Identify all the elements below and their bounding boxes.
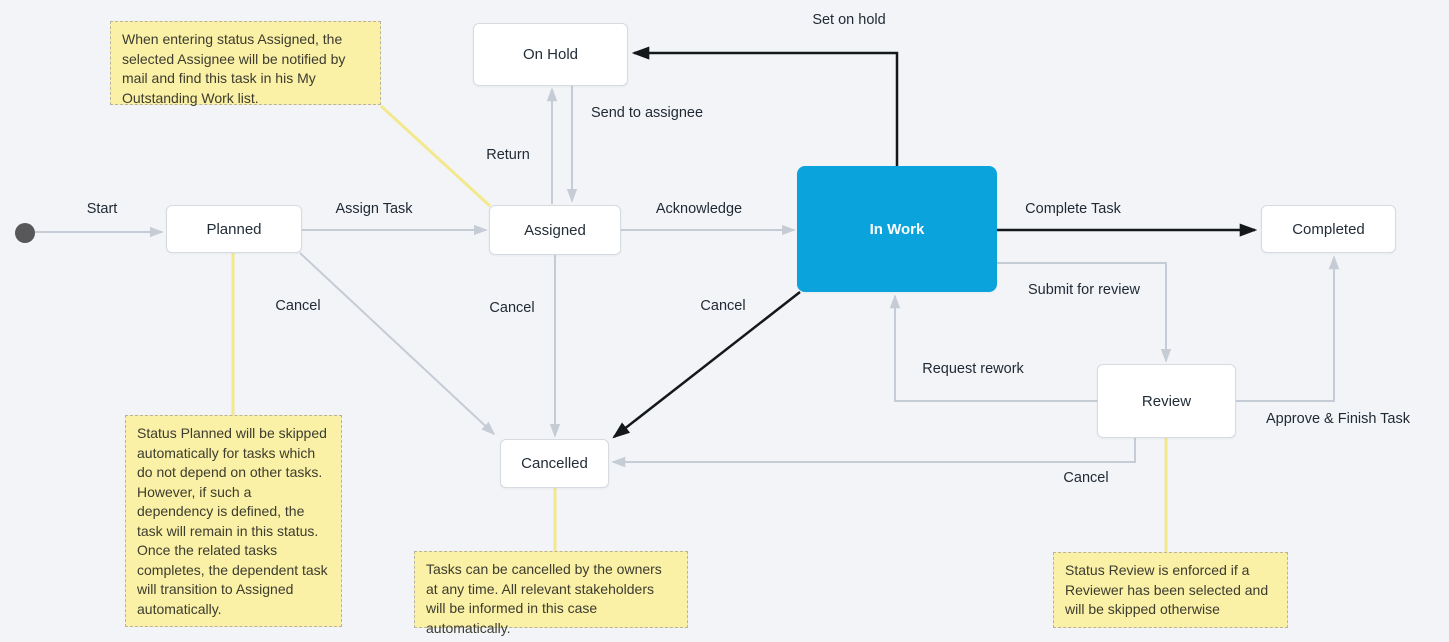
state-node-planned[interactable]: Planned xyxy=(166,205,302,253)
edge-review-to-cancelled xyxy=(611,438,1136,468)
edge-label-send-to-assignee: Send to assignee xyxy=(590,105,704,121)
state-node-in-work[interactable]: In Work xyxy=(797,166,997,292)
edge-in-work-to-cancelled xyxy=(612,291,801,439)
note-cancelled[interactable]: Tasks can be cancelled by the owners at … xyxy=(414,551,688,636)
note-planned[interactable]: Status Planned will be skipped automatic… xyxy=(125,415,342,627)
edge-review-to-in-work-rework xyxy=(889,294,1097,402)
note-planned-text: Status Planned will be skipped automatic… xyxy=(137,425,328,617)
edge-in-work-to-on-hold xyxy=(631,46,899,166)
state-label-on-hold: On Hold xyxy=(522,46,579,63)
state-label-assigned: Assigned xyxy=(524,221,586,239)
state-label-completed: Completed xyxy=(1292,220,1365,238)
note-review-text: Status Review is enforced if a Reviewer … xyxy=(1065,562,1269,617)
edge-label-request-rework: Request rework xyxy=(922,361,1024,377)
edge-label-submit-for-review: Submit for review xyxy=(1027,282,1141,298)
note-assigned-text: When entering status Assigned, the selec… xyxy=(122,31,346,106)
edge-label-cancel-from-planned: Cancel xyxy=(275,298,321,314)
state-node-assigned[interactable]: Assigned xyxy=(489,205,621,255)
state-node-cancelled[interactable]: Cancelled xyxy=(500,439,609,488)
state-node-completed[interactable]: Completed xyxy=(1261,205,1396,253)
edge-label-approve-finish-task: Approve & Finish Task xyxy=(1266,411,1410,427)
note-review[interactable]: Status Review is enforced if a Reviewer … xyxy=(1053,552,1288,628)
edge-label-start: Start xyxy=(86,201,118,217)
edge-review-to-completed-approve xyxy=(1236,255,1340,402)
state-node-on-hold[interactable]: On Hold xyxy=(473,23,628,86)
edge-in-work-to-review-submit xyxy=(997,262,1172,363)
edge-label-cancel-from-review: Cancel xyxy=(1063,470,1109,486)
edge-label-return: Return xyxy=(486,147,530,163)
edge-label-cancel-from-in-work: Cancel xyxy=(700,298,746,314)
note-assigned[interactable]: When entering status Assigned, the selec… xyxy=(110,21,381,106)
edge-label-complete-task: Complete Task xyxy=(1025,201,1121,217)
edge-planned-to-cancelled xyxy=(299,252,496,436)
connector-note-to-assigned xyxy=(379,104,492,208)
edge-label-cancel-from-assigned: Cancel xyxy=(489,300,535,316)
edge-label-set-on-hold: Set on hold xyxy=(812,12,886,28)
state-label-cancelled: Cancelled xyxy=(521,455,588,472)
state-label-review: Review xyxy=(1141,392,1192,410)
start-node[interactable] xyxy=(15,223,35,243)
state-label-planned: Planned xyxy=(206,220,262,238)
edge-label-acknowledge: Acknowledge xyxy=(655,201,743,217)
edge-label-assign-task: Assign Task xyxy=(335,201,413,217)
note-cancelled-text: Tasks can be cancelled by the owners at … xyxy=(426,561,662,636)
state-node-review[interactable]: Review xyxy=(1097,364,1236,438)
state-label-in-work: In Work xyxy=(869,220,925,238)
